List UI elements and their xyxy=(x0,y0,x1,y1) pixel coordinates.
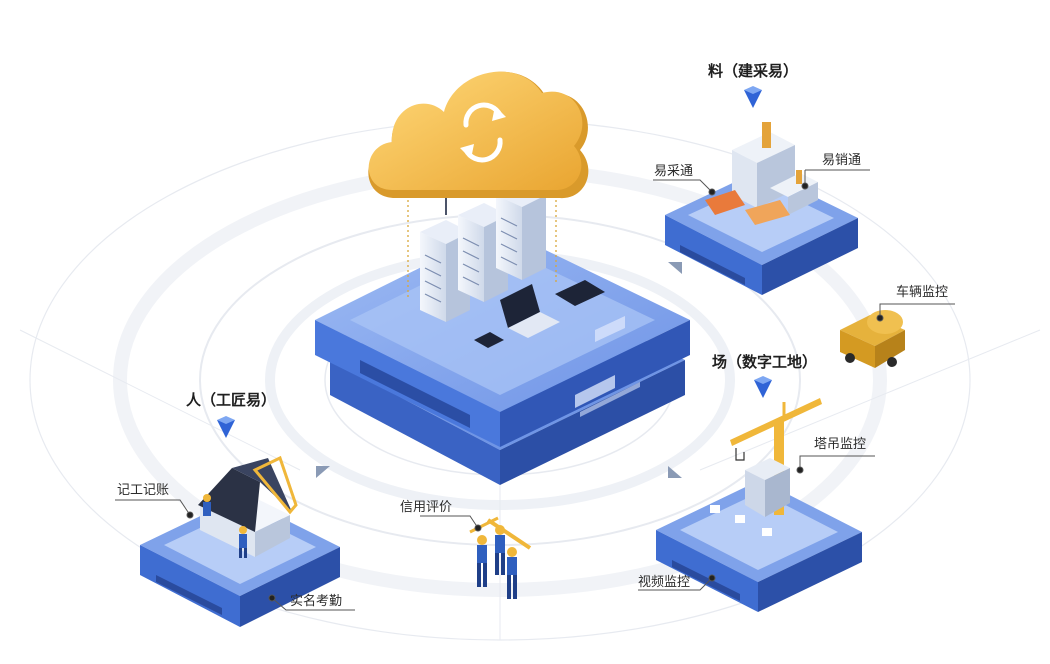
vehicle-monitor-label: 车辆监控 xyxy=(896,285,949,300)
vehicle-leader xyxy=(876,303,955,322)
laptop-icon xyxy=(500,284,560,338)
people-leaders xyxy=(115,499,355,611)
materials-marker xyxy=(744,86,762,108)
purchase-label: 易采通 xyxy=(654,164,694,179)
site-platform xyxy=(656,480,862,612)
tablet-icon xyxy=(474,280,605,348)
materials-leaders xyxy=(653,169,870,196)
video-monitor-label: 视频监控 xyxy=(638,575,691,590)
sales-label: 易销通 xyxy=(822,153,862,168)
worker-icon xyxy=(203,494,247,558)
site-marker xyxy=(754,376,772,398)
materials-title: 料（建采易） xyxy=(708,62,799,80)
bracket-marks xyxy=(316,262,682,478)
credit-label: 信用评价 xyxy=(400,500,453,515)
attendance-label: 实名考勤 xyxy=(290,594,343,609)
credit-leader xyxy=(420,515,482,532)
cloud-sync-icon xyxy=(368,71,589,199)
server-rack-icon xyxy=(420,183,546,322)
factory-icon xyxy=(705,122,818,225)
cloud-links xyxy=(407,150,557,300)
site-leaders xyxy=(638,455,875,591)
site-title: 场（数字工地） xyxy=(712,353,818,371)
credit-workers xyxy=(469,516,532,599)
people-title: 人（工匠易） xyxy=(186,391,277,409)
mixer-truck-icon xyxy=(840,310,905,368)
crane-monitor-label: 塔吊监控 xyxy=(814,437,867,452)
worklog-label: 记工记账 xyxy=(117,483,170,498)
tower-crane-icon xyxy=(710,398,822,536)
people-marker xyxy=(217,416,235,438)
